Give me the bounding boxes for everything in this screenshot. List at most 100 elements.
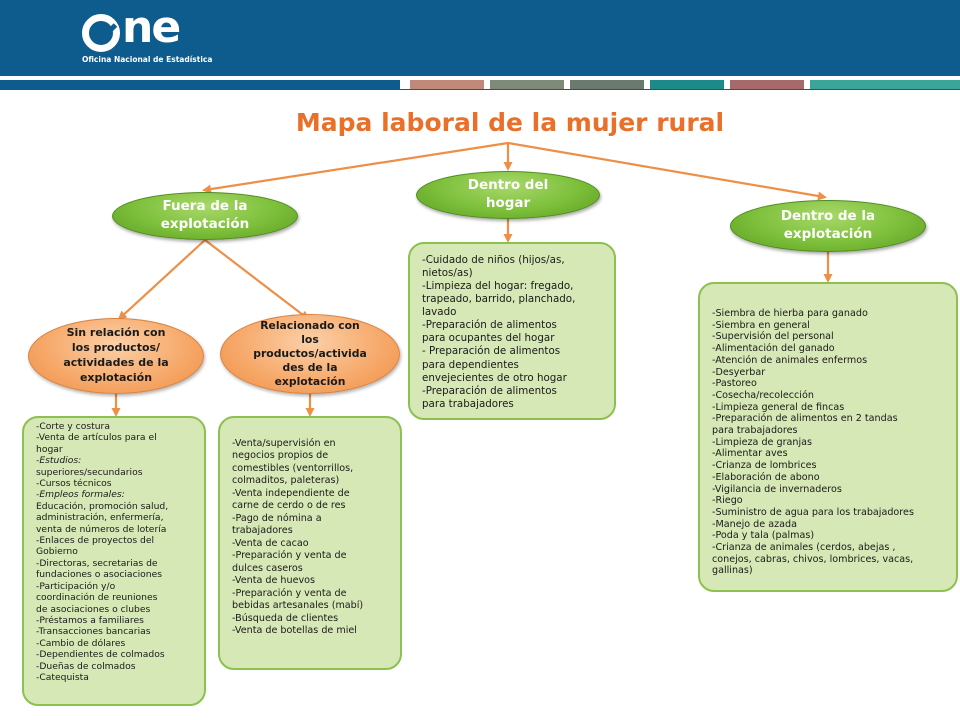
list-item: -Supervisión del personal [712, 331, 834, 343]
list-item: -Catequista [36, 671, 89, 683]
list-item: negocios propios de [232, 450, 329, 462]
list-item: -Venta de huevos [232, 575, 316, 587]
list-item: -Elaboración de abono [712, 471, 820, 483]
box-sin-relacion: -Corte y costura-Venta de artículos para… [22, 416, 206, 706]
list-item: coordinación de reuniones [36, 592, 158, 604]
list-item: -Limpieza del hogar: fregado, [422, 280, 574, 293]
stripe-segment [410, 80, 484, 89]
list-item: -Directoras, secretarias de [36, 557, 158, 569]
list-item: -Cuidado de niños (hijos/as, [422, 254, 565, 266]
list-item: -Cambio de dólares [36, 637, 126, 649]
list-item: -Siembra de hierba para ganado [712, 308, 868, 319]
list-item: -Transacciones bancarias [36, 626, 151, 638]
list-item: Educación, promoción salud, [36, 500, 169, 512]
list-item: -Enlaces de proyectos del [36, 535, 155, 547]
list-item: comestibles (ventorrillos, [232, 462, 354, 474]
list-item: -Alimentar aves [712, 448, 788, 460]
list-item: -Pago de nómina a [232, 512, 322, 524]
list-item: -Pastoreo [712, 378, 757, 390]
list-item: -Préstamos a familiares [36, 614, 144, 626]
list-item: envejecientes de otro hogar [422, 371, 567, 384]
list-item: - Preparación de alimentos [422, 345, 561, 358]
list-item: -Venta independiente de [232, 487, 350, 499]
box-dentro-explotacion: -Siembra de hierba para ganado-Siembra e… [698, 282, 958, 592]
header-gap [0, 76, 960, 80]
stripe-segment [730, 80, 804, 89]
list-item: -Poda y tala (palmas) [712, 530, 815, 542]
list-item: gallinas) [712, 565, 753, 577]
list-item: conejos, cabras, chivos, lombrices, vaca… [712, 553, 914, 565]
box-dentro-hogar: -Cuidado de niños (hijos/as,nietos/as)-L… [408, 242, 616, 420]
list-item: nietos/as) [422, 267, 473, 280]
node-sin-relacion: Sin relación con los productos/ activida… [28, 318, 204, 394]
list-item: -Alimentación del ganado [712, 343, 835, 355]
list-item: administración, enfermería, [36, 512, 164, 524]
list-item: para trabajadores [422, 397, 514, 410]
list-item: hogar [36, 443, 63, 455]
list-item: trapeado, barrido, planchado, [422, 293, 576, 306]
list-item: -Preparación y venta de [232, 550, 347, 562]
stripe-segment [570, 80, 644, 89]
stripe-segment [810, 80, 960, 89]
list-item: carne de cerdo o de res [232, 500, 346, 512]
list-item: para ocupantes del hogar [422, 332, 555, 345]
list-item: colmaditos, paleteras) [232, 475, 340, 487]
list-item: -Crianza de animales (cerdos, abejas , [712, 542, 896, 554]
list-item: -Atención de animales enfermos [712, 354, 868, 366]
list-item: -Venta/supervisión en [232, 438, 336, 449]
list-item: -Estudios: [36, 455, 82, 467]
list-item: -Participación y/o [36, 580, 116, 592]
list-item: -Siembra en general [712, 319, 810, 331]
list-item: lavado [422, 306, 457, 319]
node-label: Relacionado con los productos/activida d… [253, 318, 367, 389]
node-relacionado: Relacionado con los productos/activida d… [220, 314, 400, 394]
list-item: -Corte y costura [36, 421, 110, 432]
list-item: -Dependientes de colmados [36, 649, 165, 661]
list-item: -Desyerbar [712, 366, 766, 378]
stripe-segment [650, 80, 724, 89]
arrow-fuera-rel [204, 239, 310, 320]
node-dentro-hogar: Dentro del hogar [416, 171, 600, 219]
list-item: -Manejo de azada [712, 518, 797, 530]
header-rule [0, 89, 960, 90]
list-item: fundaciones o asociaciones [36, 569, 163, 581]
node-label: Dentro del hogar [467, 177, 549, 211]
list-item: -Preparación y venta de [232, 587, 347, 599]
list-item: Gobierno [36, 546, 78, 558]
arrow-fuera-sin [117, 239, 206, 321]
node-dentro-explotacion: Dentro de la explotación [730, 200, 926, 252]
list-item: -Venta de artículos para el [36, 432, 157, 444]
list-item: -Cosecha/recolección [712, 389, 814, 401]
list-item: -Riego [712, 495, 743, 507]
list-item: de asociaciones o clubes [36, 603, 151, 615]
node-label: Sin relación con los productos/ activida… [63, 326, 169, 384]
logo-word: ne [122, 2, 181, 53]
node-label: Fuera de la explotación [160, 198, 250, 232]
node-fuera-explotacion: Fuera de la explotación [112, 192, 298, 240]
node-label: Dentro de la explotación [780, 208, 876, 242]
list-item: -Venta de botellas de miel [232, 625, 357, 637]
list-item: -Búsqueda de clientes [232, 612, 339, 624]
list-item: -Cursos técnicos [36, 478, 112, 490]
list-item: -Vigilancia de invernaderos [712, 483, 842, 495]
list-item: -Dueñas de colmados [36, 660, 136, 672]
list-item: -Venta de cacao [232, 537, 309, 549]
list-item: -Limpieza general de fincas [712, 401, 845, 413]
list-item: para dependientes [422, 358, 519, 371]
list-item: bebidas artesanales (mabí) [232, 600, 364, 612]
list-item: superiores/secundarios [36, 466, 143, 478]
stripe-segment [490, 80, 564, 89]
logo-subtitle: Oficina Nacional de Estadística [82, 55, 213, 64]
list-item: trabajadores [232, 525, 293, 537]
list-item: -Preparación de alimentos [422, 319, 557, 332]
one-logo: ne Oficina Nacional de Estadística [82, 2, 213, 68]
header-strip [0, 80, 400, 89]
list-item: -Preparación de alimentos [422, 384, 557, 397]
list-item: dulces caseros [232, 562, 303, 574]
list-item: -Limpieza de granjas [712, 436, 813, 448]
header-band: ne Oficina Nacional de Estadística [0, 0, 960, 76]
list-item: para trabajadores [712, 425, 798, 437]
diagram-title: Mapa laboral de la mujer rural [295, 108, 725, 137]
list-item: -Crianza de lombrices [712, 460, 817, 472]
